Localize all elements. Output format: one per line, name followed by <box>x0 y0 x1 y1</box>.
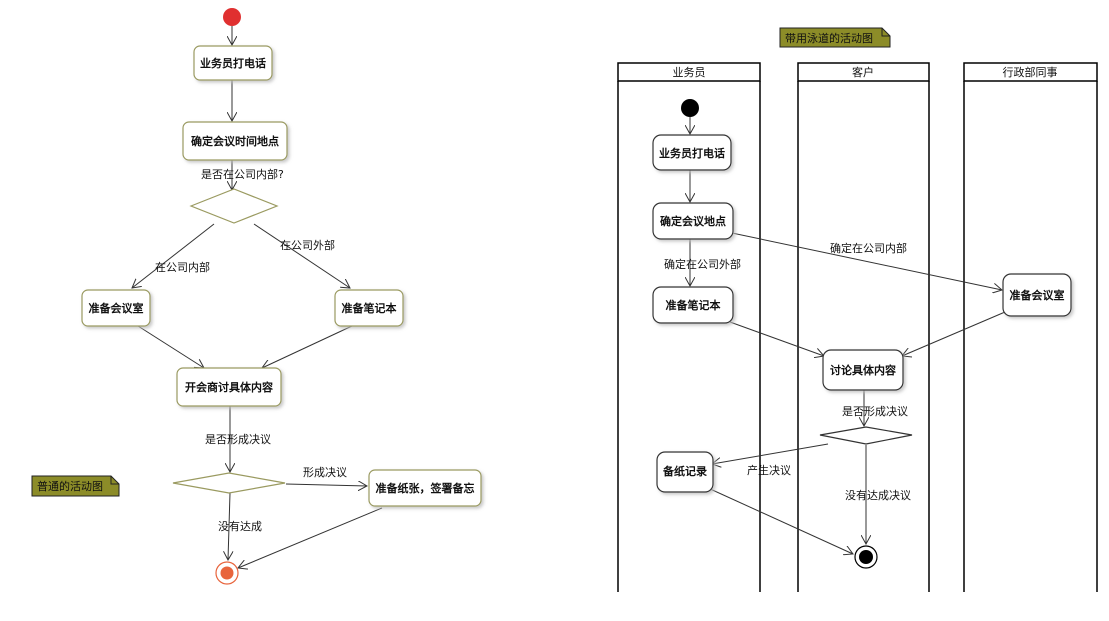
left-decision-inside <box>189 188 279 224</box>
right-label-inside: 确定在公司内部 <box>830 241 907 255</box>
left-start-node <box>223 8 241 26</box>
right-edge-decision-record <box>712 443 829 464</box>
right-edge-notebook-discuss <box>729 321 824 356</box>
right-edges <box>690 117 1006 554</box>
left-edge-room-meeting <box>137 325 204 368</box>
left-label-decision-question: 是否形成决议 <box>205 433 271 446</box>
left-edge-paper-end <box>238 507 383 568</box>
left-edges <box>132 26 383 568</box>
left-node-paper-label: 准备纸张，签署备忘 <box>376 481 475 495</box>
left-edge-decision-notebook <box>253 223 350 288</box>
lane-admin <box>963 62 1098 592</box>
right-end-node <box>854 545 878 569</box>
lane-title-customer: 客户 <box>852 65 874 79</box>
lane-title-admin: 行政部同事 <box>1003 65 1058 79</box>
right-start-node <box>681 99 699 117</box>
left-label-inside: 在公司内部 <box>155 260 210 274</box>
right-label-outside: 确定在公司外部 <box>664 257 741 271</box>
left-label-not-reached: 没有达成 <box>218 519 262 533</box>
right-decision-result <box>819 426 913 445</box>
left-node-prepare-paper: 准备纸张，签署备忘 <box>368 469 482 507</box>
right-node-prepare-notebook: 准备笔记本 <box>652 286 734 324</box>
left-node-confirm-time-place: 确定会议时间地点 <box>182 121 288 161</box>
left-node-confirm-label: 确定会议时间地点 <box>191 134 279 148</box>
right-node-prepare-room: 准备会议室 <box>1002 273 1072 317</box>
left-node-room-label: 准备会议室 <box>89 301 144 315</box>
left-node-meeting: 开会商讨具体内容 <box>176 367 282 407</box>
right-node-record: 备纸记录 <box>656 451 714 493</box>
left-edge-decision2-paper <box>285 484 367 486</box>
left-edge-decision-room <box>132 223 215 288</box>
swimlanes <box>617 62 1098 592</box>
left-edge-notebook-meeting <box>262 325 353 368</box>
left-node-prepare-notebook: 准备笔记本 <box>334 289 404 327</box>
right-edge-room-discuss <box>902 311 1006 356</box>
right-node-record-label: 备纸记录 <box>662 464 707 478</box>
left-edge-decision2-end <box>228 492 230 560</box>
left-note-text: 普通的活动图 <box>37 479 103 493</box>
lane-salesman <box>617 62 761 592</box>
left-decision-result <box>172 472 286 494</box>
lane-title-salesman: 业务员 <box>673 66 706 79</box>
right-edge-confirm-room <box>731 232 1002 290</box>
right-node-confirm-place: 确定会议地点 <box>652 202 734 240</box>
left-node-notebook-label: 准备笔记本 <box>342 301 397 315</box>
right-node-call: 业务员打电话 <box>652 134 732 171</box>
left-label-outside: 在公司外部 <box>280 238 335 252</box>
left-activity-diagram: 业务员打电话 确定会议时间地点 准备会议室 准备笔记本 开会商讨具体内容 准备纸… <box>31 8 482 585</box>
right-edge-record-end <box>707 487 853 554</box>
left-note: 普通的活动图 <box>31 475 120 497</box>
right-note: 带用泳道的活动图 <box>779 27 891 48</box>
left-node-meeting-label: 开会商讨具体内容 <box>185 380 273 394</box>
lane-customer <box>797 62 930 592</box>
left-node-call: 业务员打电话 <box>193 45 273 81</box>
right-label-not-reached: 没有达成决议 <box>845 488 911 502</box>
right-label-produced: 产生决议 <box>747 463 791 477</box>
right-node-notebook-label: 准备笔记本 <box>666 298 721 312</box>
right-node-room-label: 准备会议室 <box>1010 288 1065 302</box>
right-swimlane-diagram: 带用泳道的活动图 业务员 客户 行政部同事 <box>617 27 1098 592</box>
right-node-discuss-label: 讨论具体内容 <box>830 363 896 377</box>
left-label-inside-question: 是否在公司内部? <box>201 167 284 181</box>
right-note-text: 带用泳道的活动图 <box>785 31 873 45</box>
right-node-confirm-label: 确定会议地点 <box>660 214 726 228</box>
right-node-discuss: 讨论具体内容 <box>822 349 904 391</box>
left-node-prepare-room: 准备会议室 <box>81 289 151 327</box>
left-end-node <box>215 561 239 585</box>
left-label-decided: 形成决议 <box>303 466 347 479</box>
left-node-call-label: 业务员打电话 <box>200 56 266 70</box>
right-node-call-label: 业务员打电话 <box>659 146 725 160</box>
right-label-decision-question: 是否形成决议 <box>842 405 908 418</box>
